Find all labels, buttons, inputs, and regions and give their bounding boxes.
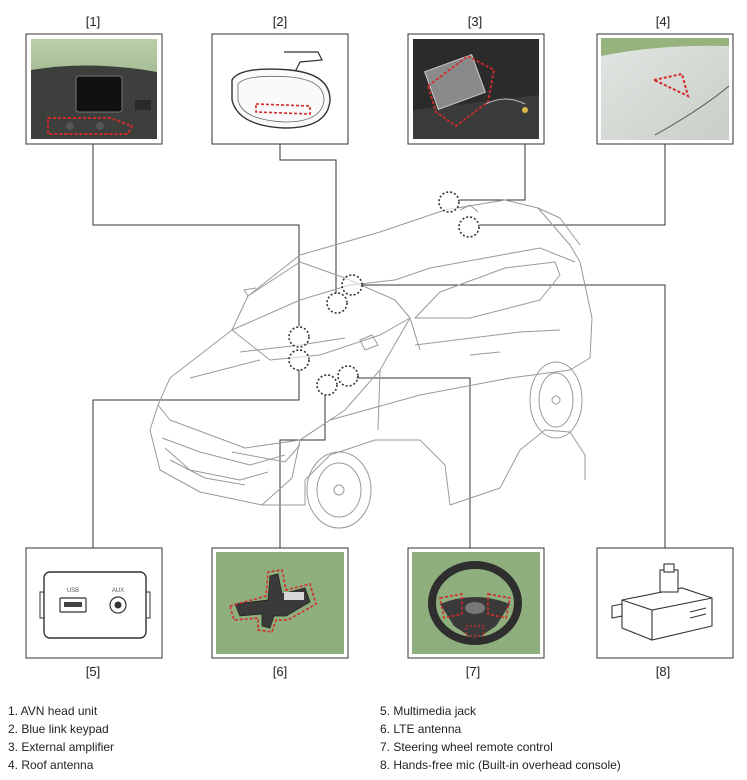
legend-left: 1. AVN head unit 2. Blue link keypad 3. … [8,702,114,774]
panel-tag-8: [8] [656,664,670,679]
marker-4 [458,216,480,238]
panel-tag-7: [7] [466,664,480,679]
panel-3 [407,33,545,145]
legend-item-3: 3. External amplifier [8,740,115,754]
legend-item-2: 2. Blue link keypad [8,722,109,736]
left-remote-highlight [439,593,463,619]
panel-tag-5: [5] [86,664,100,679]
lte-antenna-part [234,573,311,629]
steering-wheel [428,561,522,645]
mic-module [611,563,713,641]
legend-item-1: 1. AVN head unit [8,704,98,718]
connector-6 [279,395,326,548]
aux-port-label: AUX [112,588,124,594]
mirror-body [231,68,331,129]
marker-5 [288,349,310,371]
location-markers [288,191,480,396]
connector-2 [279,144,337,294]
panel-tag-1: [1] [86,14,100,29]
panel-2 [211,33,349,145]
panel-7 [407,547,545,659]
panel-1 [25,33,163,145]
usb-port-label: USB [67,588,79,594]
marker-2 [326,292,348,314]
marker-7 [337,365,359,387]
car-outline [149,199,593,529]
panel-tag-3: [3] [468,14,482,29]
roof-antenna-highlight [650,72,690,98]
amplifier-highlight [426,54,496,128]
connector-1 [92,144,300,326]
connector-7 [356,377,471,548]
legend-right: 5. Multimedia jack 6. LTE antenna 7. Ste… [380,702,621,774]
panel-tag-4: [4] [656,14,670,29]
legend-item-8: 8. Hands-free mic (Built-in overhead con… [380,758,621,772]
avn-highlight [47,117,134,135]
marker-8 [341,274,363,296]
panel-tag-6: [6] [273,664,287,679]
marker-1 [288,326,310,348]
legend-item-4: 4. Roof antenna [8,758,94,772]
avn-screen [75,75,123,113]
panel-8 [596,547,734,659]
jack-bezel [43,571,147,639]
panel-tag-2: [2] [273,14,287,29]
marker-3 [438,191,460,213]
connector-3 [460,144,526,201]
panel-5: USB AUX [25,547,163,659]
connector-5 [92,370,300,548]
legend-item-5: 5. Multimedia jack [380,704,477,718]
lte-antenna-highlight [229,569,317,633]
legend-item-7: 7. Steering wheel remote control [380,740,553,754]
right-remote-highlight [487,593,511,619]
connector-4 [480,144,666,226]
amplifier-unit [424,54,486,110]
connector-8 [362,284,666,548]
component-location-diagram: [1] [2] [3] [4] [5] [6] [7] [8] [25,14,734,679]
keypad-highlight [255,103,311,115]
connector-lines [92,144,666,548]
legend-item-6: 6. LTE antenna [380,722,462,736]
panel-6 [211,547,349,659]
marker-6 [316,374,338,396]
panel-4 [596,33,734,145]
